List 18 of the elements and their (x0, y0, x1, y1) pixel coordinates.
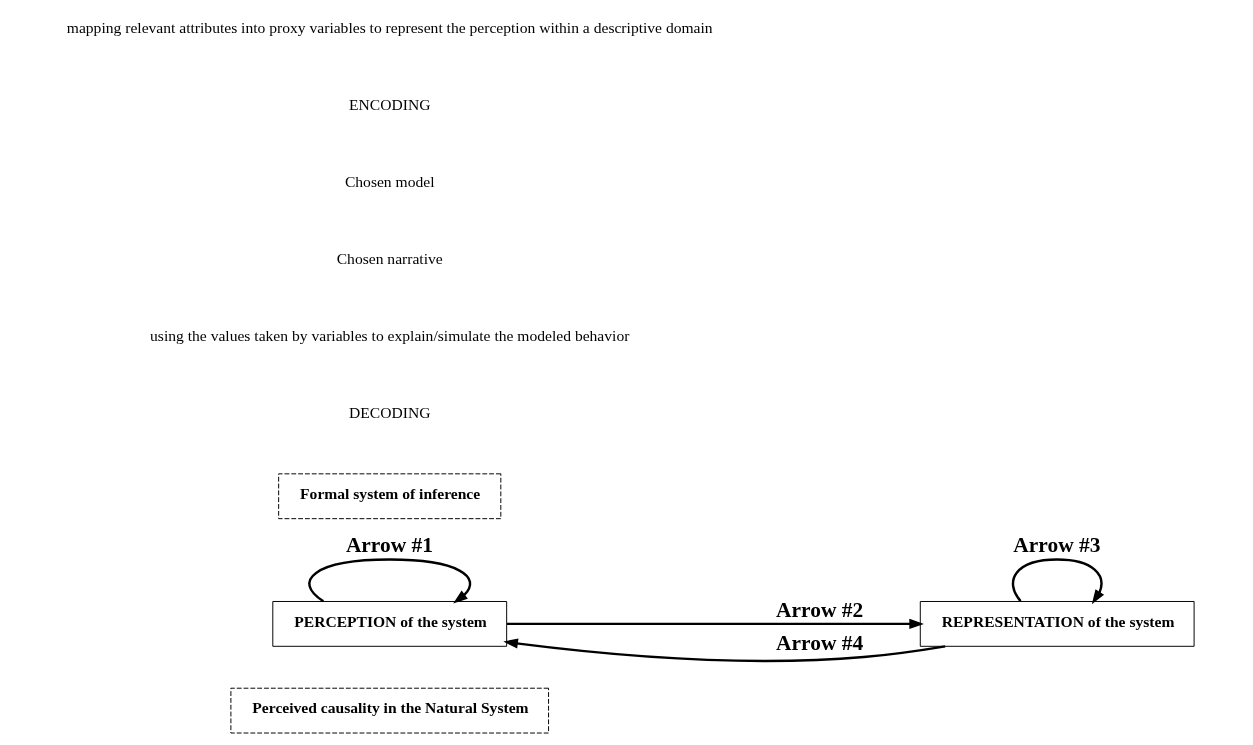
edge-label: Arrow #3 (1012, 533, 1100, 558)
node-box: REPRESENTATION of the system (919, 601, 1195, 647)
label: Chosen model (344, 173, 435, 191)
label: ENCODING (348, 96, 430, 114)
node-box: PERCEPTION of the system (271, 601, 507, 647)
edge-label: Arrow #2 (775, 597, 863, 622)
edge-label: Arrow #4 (775, 630, 863, 655)
node-box: Formal system of inference (277, 473, 501, 520)
label: mapping relevant attributes into proxy variables to represent the perception within a descriptive domain (66, 19, 713, 37)
edge-label: Arrow #1 (345, 533, 433, 558)
label: DECODING (348, 404, 430, 422)
arrow (506, 618, 924, 630)
arrow (502, 638, 945, 663)
node-box: Perceived causality in the Natural System (229, 687, 549, 734)
label: Chosen narrative (336, 250, 443, 268)
label: using the values taken by variables to explain/simulate the modeled behavior (149, 327, 629, 345)
arrow (307, 558, 471, 604)
arrow (1011, 558, 1104, 605)
